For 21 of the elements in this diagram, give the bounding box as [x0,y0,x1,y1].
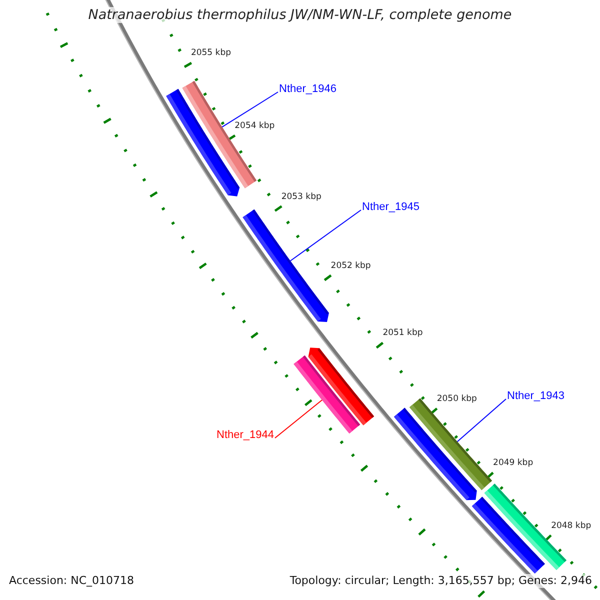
leader-line [290,210,362,262]
gene-feature [182,80,257,188]
tick-label: 2049 kbp [493,458,534,468]
accession-text: Accession: NC_010718 [9,574,134,588]
leader-line [222,92,278,128]
tick-label: 2048 kbp [551,521,592,532]
gene-feature [394,408,477,500]
tick-label: 2055 kbp [190,48,232,58]
gene-label: Nther_1945 [362,201,420,214]
leader-line [456,398,506,442]
leader-line [274,400,323,438]
tick-label: 2051 kbp [382,328,423,338]
gene-feature [242,209,329,322]
tick-label: 2054 kbp [234,120,275,131]
gene-feature [294,355,360,434]
tick-label: 2053 kbp [281,192,322,202]
genome-info-text: Topology: circular; Length: 3,165,557 bp; Genes: 2,946 [290,574,592,588]
gene-label: Nther_1946 [279,83,336,96]
gene-label: Nther_1943 [507,390,564,403]
gene-label: Nther_1944 [216,429,274,442]
tick-label: 2050 kbp [436,394,477,404]
